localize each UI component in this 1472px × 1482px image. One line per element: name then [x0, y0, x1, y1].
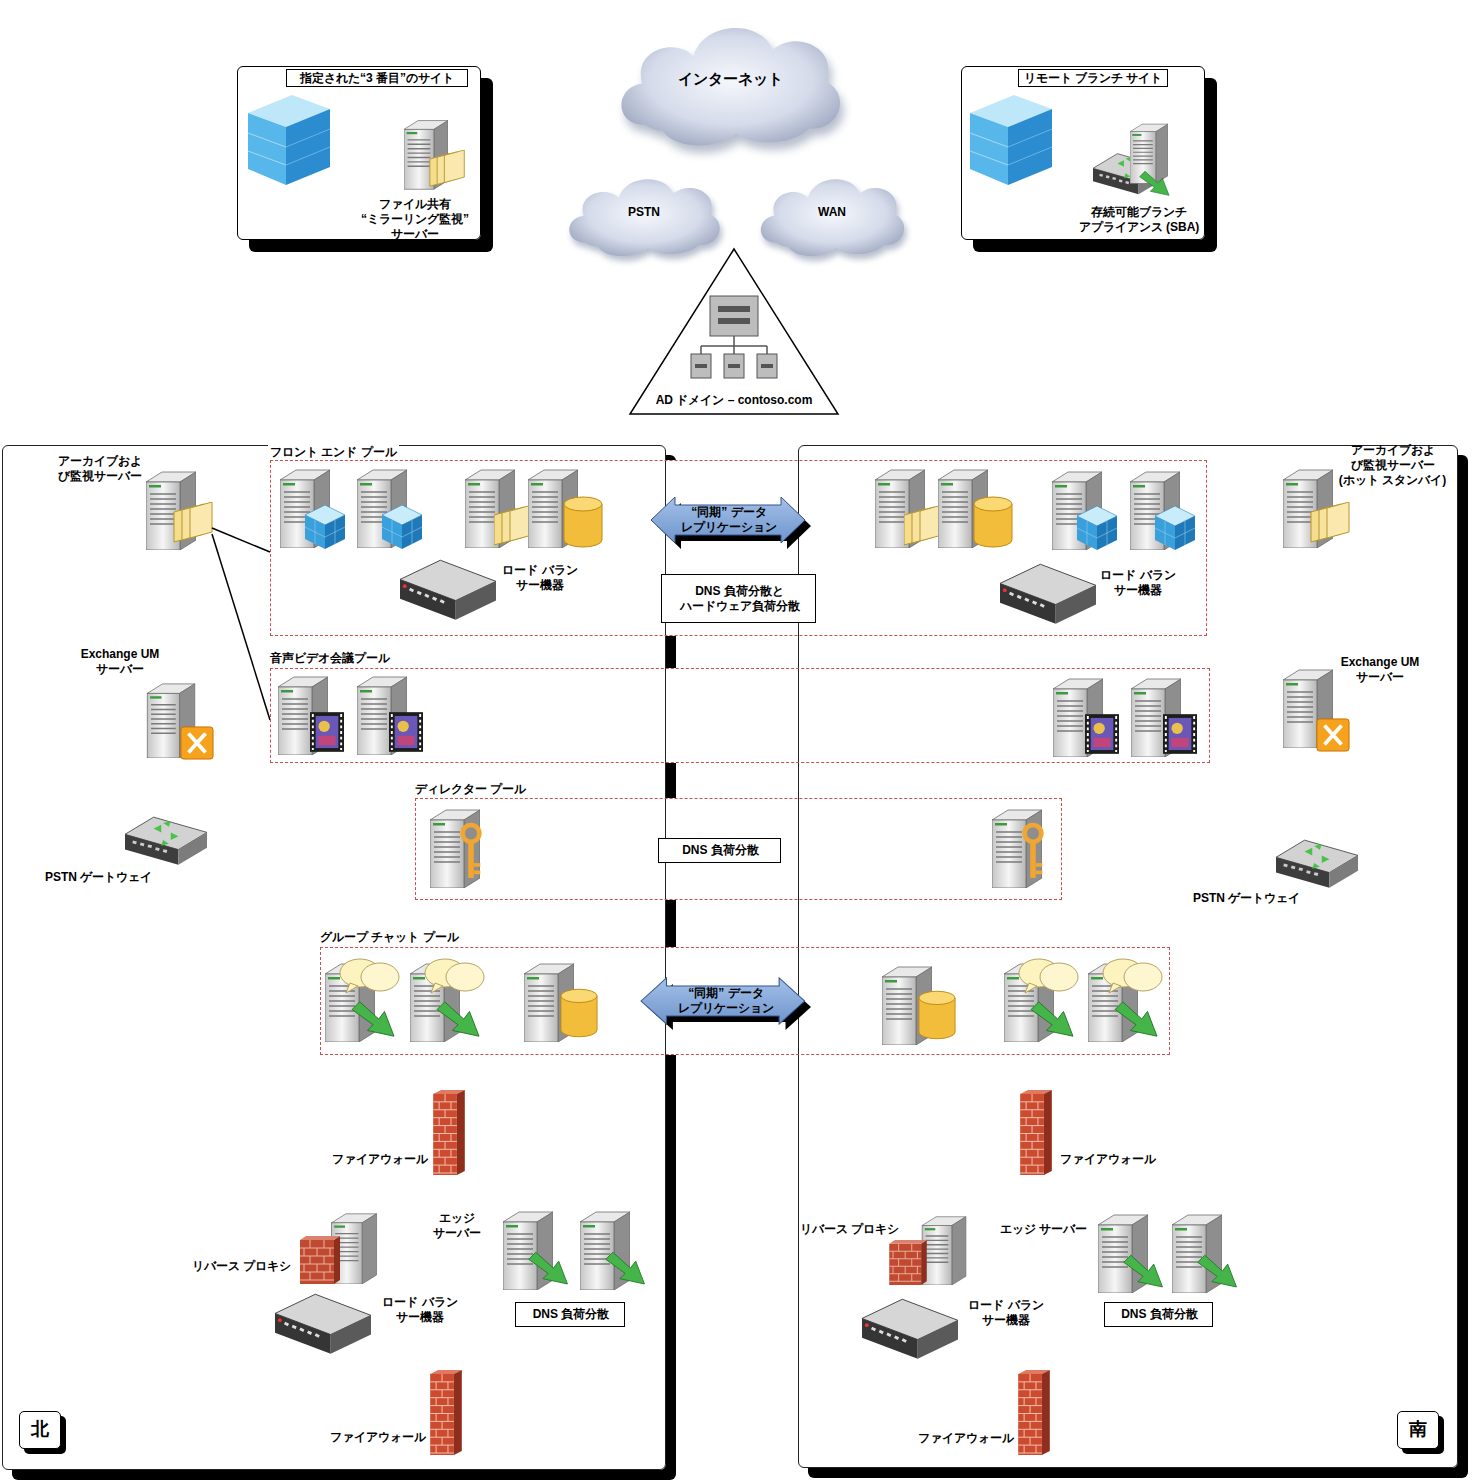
- server-caption: ファイル共有 “ミラーリング監視” サーバー: [352, 197, 478, 242]
- server-pool: フロント エンド プール“同期” データ レプリケーションDNS 負荷分散と ハ…: [270, 460, 1207, 636]
- domain-label: AD ドメイン – contoso.com: [629, 393, 839, 408]
- replication-arrow: “同期” データ レプリケーション: [651, 495, 811, 551]
- icon-label: PSTN ゲートウェイ: [1193, 891, 1300, 906]
- process-box: DNS 負荷分散と ハードウェア負荷分散: [661, 574, 816, 623]
- cloud-label: WAN: [752, 205, 912, 220]
- cloud-label: PSTN: [560, 205, 728, 220]
- icon-label: Exchange UM サーバー: [1325, 655, 1435, 685]
- icon-label: PSTN ゲートウェイ: [45, 870, 152, 885]
- arrow-label: “同期” データ レプリケーション: [673, 505, 785, 535]
- tri-shape: [629, 248, 839, 415]
- server-pool: グループ チャット プール“同期” データ レプリケーション: [320, 947, 1170, 1055]
- pool-title: ディレクター プール: [413, 782, 528, 797]
- site-name: 北: [19, 1411, 61, 1449]
- icon-label: リバース プロキシ: [800, 1222, 899, 1237]
- process-box: DNS 負荷分散: [1104, 1302, 1213, 1327]
- icon-label: アーカイブおよ び監視サーバー: [44, 454, 156, 484]
- pool-title: フロント エンド プール: [268, 445, 399, 460]
- site-heading: 指定された“3 番目”のサイト: [286, 69, 468, 87]
- pool-title: 音声ビデオ会議プール: [268, 651, 392, 666]
- site-heading: リモート ブランチ サイト: [1018, 69, 1168, 87]
- icon-label: ファイアウォール: [918, 1431, 1014, 1446]
- icon-label: リバース プロキシ: [192, 1259, 291, 1274]
- icon-label: ロード バラン サー機器: [372, 1295, 468, 1325]
- site-panel: 南 DNS 負荷分散: [798, 445, 1458, 1468]
- site-panel: 北 DNS 負荷分散: [2, 445, 666, 1470]
- icon-label: ファイアウォール: [332, 1152, 428, 1167]
- wan-cloud: WAN: [752, 165, 912, 263]
- site-box: リモート ブランチ サイト存続可能ブランチ アプライアンス (SBA): [961, 66, 1205, 240]
- box-label: DNS 負荷分散: [1109, 1307, 1210, 1322]
- icon-label: Exchange UM サーバー: [65, 647, 175, 677]
- site-box: 指定された“3 番目”のサイトファイル共有 “ミラーリング監視” サーバー: [237, 66, 481, 240]
- icon-label: ロード バラン サー機器: [1090, 568, 1186, 598]
- appliance-caption: 存続可能ブランチ アプライアンス (SBA): [1074, 205, 1204, 235]
- icon-label: ファイアウォール: [330, 1430, 426, 1445]
- domain-triangle: AD ドメイン – contoso.com: [629, 248, 839, 415]
- icon-label: エッジ サーバー: [1000, 1222, 1087, 1237]
- box-label: DNS 負荷分散: [663, 843, 778, 858]
- icon-label: ロード バラン サー機器: [958, 1298, 1054, 1328]
- icon-label: アーカイブおよ び監視サーバー (ホット スタンバイ): [1335, 443, 1450, 488]
- cloud-label: インターネット: [608, 69, 852, 88]
- arrow-label: “同期” データ レプリケーション: [670, 986, 782, 1016]
- replication-arrow: “同期” データ レプリケーション: [641, 976, 811, 1032]
- internet-cloud: インターネット: [608, 6, 852, 156]
- box-label: DNS 負荷分散: [520, 1307, 622, 1322]
- process-box: DNS 負荷分散: [515, 1302, 625, 1327]
- server-pool: ディレクター プールDNS 負荷分散: [415, 798, 1062, 900]
- pstn-cloud: PSTN: [560, 165, 728, 263]
- pool-title: グループ チャット プール: [318, 930, 461, 945]
- icon-label: エッジ サーバー: [427, 1211, 487, 1241]
- icon-label: ファイアウォール: [1060, 1152, 1156, 1167]
- server-pool: 音声ビデオ会議プール: [270, 668, 1210, 763]
- icon-label: ロード バラン サー機器: [492, 563, 588, 593]
- site-name: 南: [1397, 1411, 1439, 1449]
- box-label: DNS 負荷分散と ハードウェア負荷分散: [666, 584, 813, 614]
- process-box: DNS 負荷分散: [658, 838, 781, 863]
